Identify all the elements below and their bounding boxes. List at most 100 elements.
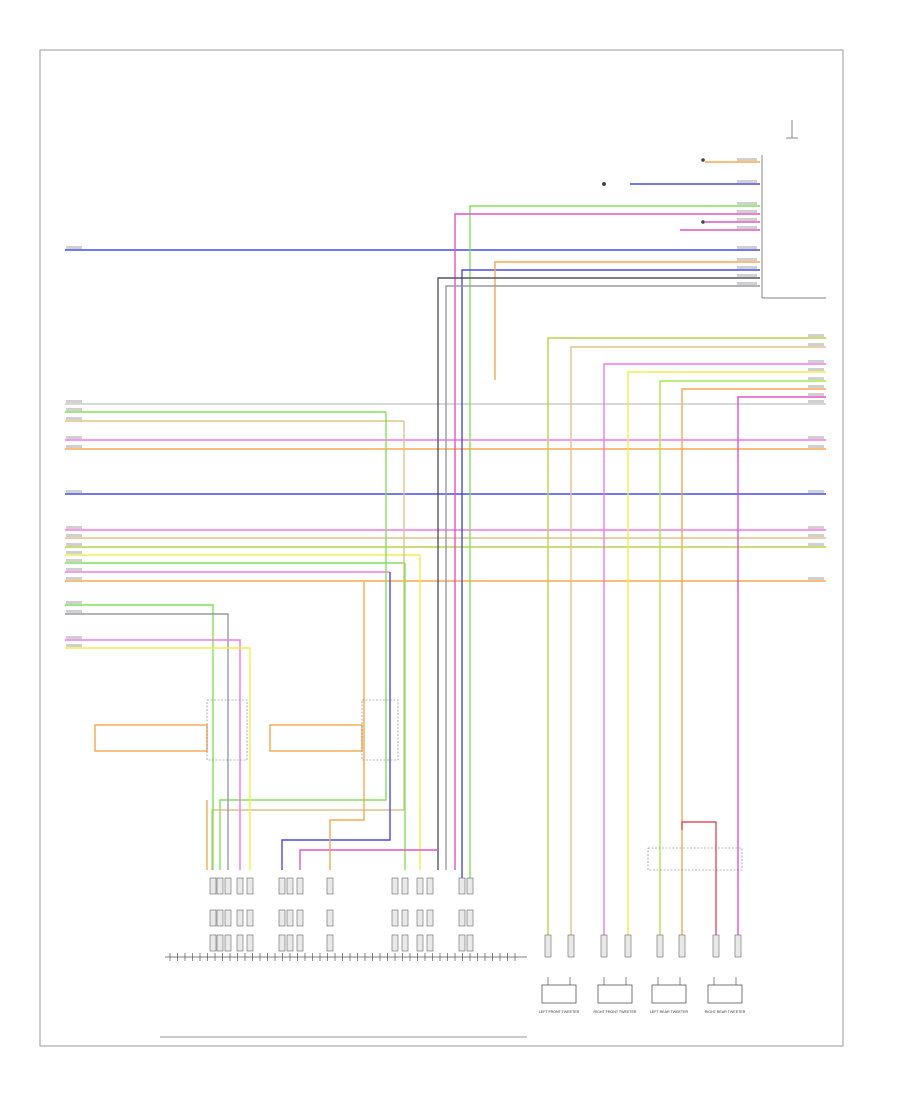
wire-label-mark bbox=[66, 408, 82, 411]
wire-plug bbox=[296, 909, 304, 927]
wire-label-mark bbox=[66, 610, 82, 613]
wire-plug bbox=[278, 934, 286, 952]
wire-label-mark bbox=[737, 158, 757, 161]
wire-plug bbox=[278, 909, 286, 927]
wire-label-mark bbox=[737, 218, 757, 221]
tweeter-label: RIGHT REAR TWEETER bbox=[705, 1010, 746, 1014]
wire-label-mark bbox=[808, 377, 824, 380]
wire-label-mark bbox=[808, 526, 824, 529]
wire-label-mark bbox=[66, 568, 82, 571]
wire-label-mark bbox=[66, 436, 82, 439]
wire-label-mark bbox=[808, 445, 824, 448]
wire-plug bbox=[326, 909, 334, 927]
wire-label-mark bbox=[66, 644, 82, 647]
vertical-wires-left bbox=[65, 604, 251, 870]
top-right-connector bbox=[602, 120, 826, 299]
wire-plug bbox=[458, 909, 466, 927]
wire-plug bbox=[236, 909, 244, 927]
tweeter-speaker: LEFT FRONT TWEETER bbox=[539, 977, 580, 1014]
wire-plug bbox=[624, 934, 632, 958]
tweeter-label: LEFT REAR TWEETER bbox=[650, 1010, 689, 1014]
wire-plug bbox=[209, 934, 217, 952]
wire-plug bbox=[416, 934, 424, 952]
wire-plug bbox=[246, 877, 254, 895]
wire-plug bbox=[216, 934, 224, 952]
wire-label-mark bbox=[66, 417, 82, 420]
tweeter-speaker: RIGHT REAR TWEETER bbox=[705, 977, 746, 1014]
wire-plug bbox=[466, 877, 474, 895]
wire-plug bbox=[391, 934, 399, 952]
wire-label-mark bbox=[66, 246, 82, 249]
wire-plug bbox=[426, 909, 434, 927]
wire-label-mark bbox=[808, 368, 824, 371]
wire-label-mark bbox=[808, 334, 824, 337]
wire-plug bbox=[712, 934, 720, 958]
wire-label-mark bbox=[66, 526, 82, 529]
vertical-wires-center bbox=[211, 205, 760, 890]
wire-label-mark bbox=[737, 180, 757, 183]
wire-label-mark bbox=[66, 577, 82, 580]
wire-label-mark bbox=[66, 636, 82, 639]
wire-label-mark bbox=[737, 266, 757, 269]
wire-plug bbox=[567, 934, 575, 958]
wire-label-mark bbox=[808, 534, 824, 537]
wire-label-mark bbox=[737, 258, 757, 261]
wire-plug bbox=[216, 909, 224, 927]
wire-label-mark bbox=[808, 385, 824, 388]
wire-plug bbox=[544, 934, 552, 958]
wire-label-mark bbox=[66, 400, 82, 403]
wire-plug bbox=[326, 877, 334, 895]
wire-label-mark bbox=[808, 543, 824, 546]
connector-plugs bbox=[209, 877, 742, 958]
wire-plug bbox=[296, 877, 304, 895]
wire-label-mark bbox=[737, 210, 757, 213]
wire-plug bbox=[391, 909, 399, 927]
tweeter-speaker: RIGHT FRONT TWEETER bbox=[594, 977, 637, 1014]
wire-plug bbox=[600, 934, 608, 958]
right-ground-box bbox=[647, 847, 743, 871]
wire-plug bbox=[391, 877, 399, 895]
wire-plug bbox=[734, 934, 742, 958]
wire-plug bbox=[286, 909, 294, 927]
wire-label-mark bbox=[808, 400, 824, 403]
wire-plug bbox=[209, 909, 217, 927]
diagram-frame bbox=[39, 49, 844, 1047]
tweeter-speaker: LEFT REAR TWEETER bbox=[650, 977, 689, 1014]
wire-plug bbox=[224, 877, 232, 895]
wire-plug bbox=[224, 934, 232, 952]
wire-plug bbox=[416, 877, 424, 895]
wire-label-mark bbox=[808, 393, 824, 396]
wire-label-mark bbox=[808, 577, 824, 580]
wire-label-mark bbox=[66, 601, 82, 604]
tweeter-group: LEFT FRONT TWEETER RIGHT FRONT TWEETER LEF… bbox=[539, 977, 746, 1014]
wire-plug bbox=[466, 934, 474, 952]
wire-plug bbox=[216, 877, 224, 895]
wire-plug bbox=[416, 909, 424, 927]
wire-label-mark bbox=[66, 534, 82, 537]
wire-label-mark bbox=[737, 202, 757, 205]
left-components bbox=[94, 699, 399, 870]
wire-plug bbox=[466, 909, 474, 927]
vertical-wires-right bbox=[547, 337, 826, 940]
wire-plug bbox=[678, 934, 686, 958]
wire-plug bbox=[224, 909, 232, 927]
wire-plug bbox=[656, 934, 664, 958]
wire-label-mark bbox=[66, 559, 82, 562]
bottom-connector bbox=[165, 953, 527, 961]
wire-plug bbox=[426, 877, 434, 895]
top-right-wires bbox=[630, 161, 760, 231]
wire-label-mark bbox=[737, 282, 757, 285]
wire-plug bbox=[401, 934, 409, 952]
wire-label-mark bbox=[66, 543, 82, 546]
wire-label-mark bbox=[66, 551, 82, 554]
wire-label-marks bbox=[66, 158, 824, 647]
wire-label-mark bbox=[66, 490, 82, 493]
wire-plug bbox=[246, 909, 254, 927]
tweeter-label: LEFT FRONT TWEETER bbox=[539, 1010, 580, 1014]
wire-label-mark bbox=[737, 226, 757, 229]
wire-plug bbox=[278, 877, 286, 895]
wire-plug bbox=[286, 934, 294, 952]
wire-plug bbox=[246, 934, 254, 952]
wire-plug bbox=[236, 877, 244, 895]
